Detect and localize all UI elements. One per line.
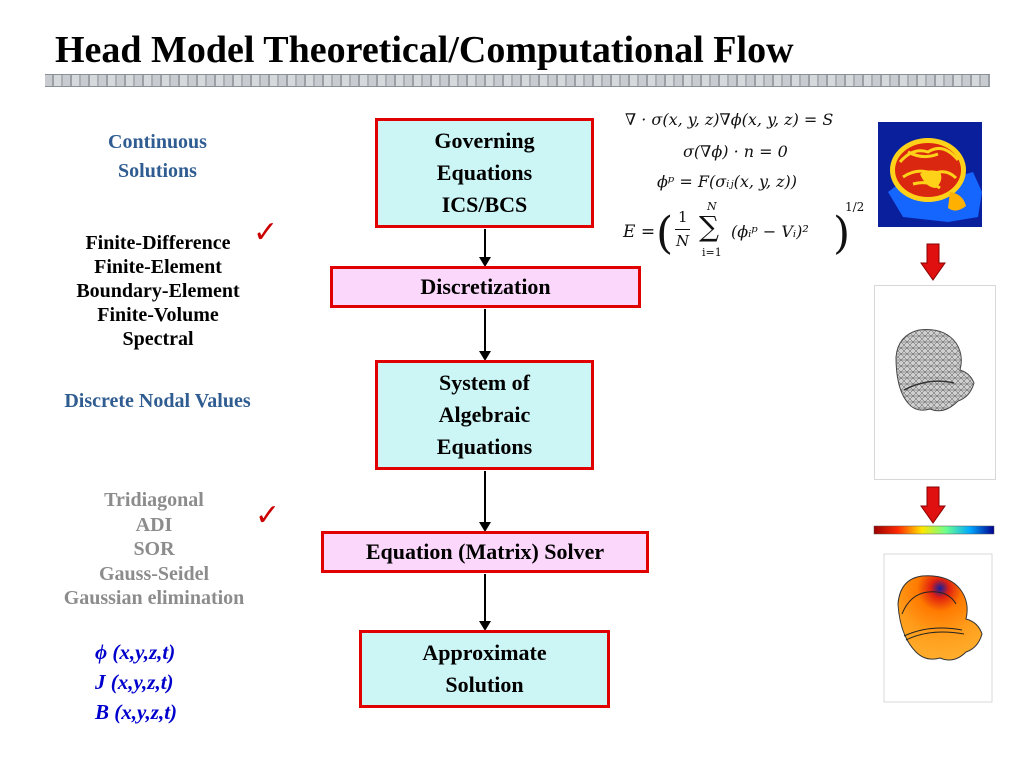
approximate-solution-box: Approximate Solution bbox=[359, 630, 610, 708]
method-boundary-element: Boundary-Element bbox=[76, 280, 240, 302]
solver-tridiagonal: Tridiagonal bbox=[104, 489, 204, 511]
solver-gaussian-elimination: Gaussian elimination bbox=[63, 587, 245, 609]
continuous-solutions-label: Continuous Solutions bbox=[75, 128, 240, 186]
title-divider bbox=[45, 74, 990, 87]
checkmark-icon: ✓ bbox=[253, 215, 279, 250]
flow-arrow bbox=[479, 471, 491, 532]
sum-lower: i=1 bbox=[702, 246, 722, 259]
method-spectral: Spectral bbox=[122, 328, 194, 350]
j-symbol: J bbox=[95, 670, 106, 694]
discretization-methods-list: Finite-Difference Finite-Element Boundar… bbox=[48, 231, 268, 351]
discretization-label: Discretization bbox=[420, 274, 551, 299]
checkmark-icon: ✓ bbox=[255, 498, 281, 533]
governing-equations-box: Governing Equations ICS/BCS bbox=[375, 118, 594, 228]
continuous-line-1: Continuous bbox=[108, 131, 207, 153]
flow-arrow bbox=[479, 574, 491, 631]
variable-b: B (x,y,z,t) bbox=[95, 697, 177, 727]
approx-line-2: Solution bbox=[445, 672, 524, 697]
b-symbol: B bbox=[95, 700, 110, 724]
b-args: (x,y,z,t) bbox=[109, 700, 178, 724]
algebraic-line-1: System of bbox=[438, 370, 531, 395]
equation-poisson: ∇ · σ(x, y, z)∇ϕ(x, y, z) = S bbox=[625, 110, 834, 129]
governing-line-3: ICS/BCS bbox=[441, 192, 528, 217]
matrix-solver-box: Equation (Matrix) Solver bbox=[321, 531, 649, 573]
page-title: Head Model Theoretical/Computational Flo… bbox=[55, 29, 794, 71]
equation-forward: ϕᵖ = F(σᵢⱼ(x, y, z)) bbox=[657, 172, 798, 191]
down-arrow-icon bbox=[920, 243, 946, 281]
flow-arrow bbox=[479, 229, 491, 267]
continuous-line-2: Solutions bbox=[118, 160, 197, 182]
fraction-bar bbox=[675, 229, 690, 230]
approx-line-1: Approximate bbox=[422, 640, 547, 665]
equation-error: E = ( 1 N N ∑ i=1 (ϕᵢᵖ − Vᵢ)² ) 1/2 bbox=[623, 200, 868, 265]
solution-variables: ϕ (x,y,z,t) J (x,y,z,t) B (x,y,z,t) bbox=[95, 637, 177, 727]
head-mesh-image bbox=[874, 285, 996, 480]
sum-icon: ∑ bbox=[699, 210, 719, 243]
down-arrow-icon bbox=[920, 486, 946, 524]
frac-numerator: 1 bbox=[678, 208, 688, 226]
method-finite-difference: Finite-Difference bbox=[85, 232, 231, 254]
error-exponent: 1/2 bbox=[845, 200, 865, 214]
governing-line-2: Equations bbox=[436, 160, 533, 185]
method-finite-volume: Finite-Volume bbox=[97, 304, 219, 326]
error-lhs: E = bbox=[623, 222, 656, 242]
j-args: (x,y,z,t) bbox=[105, 670, 174, 694]
solver-adi: ADI bbox=[135, 513, 173, 536]
algebraic-line-3: Equations bbox=[436, 434, 533, 459]
right-paren-icon: ) bbox=[833, 208, 851, 259]
phi-args: (x,y,z,t) bbox=[107, 640, 176, 664]
governing-line-1: Governing bbox=[434, 128, 535, 153]
method-finite-element: Finite-Element bbox=[94, 256, 222, 278]
algebraic-equations-box: System of Algebraic Equations bbox=[375, 360, 594, 470]
frac-denominator: N bbox=[676, 232, 690, 250]
solver-methods-list: Tridiagonal ADI SOR Gauss-Seidel Gaussia… bbox=[30, 488, 278, 611]
sum-upper: N bbox=[707, 200, 717, 213]
flow-arrow bbox=[479, 309, 491, 361]
matrix-solver-label: Equation (Matrix) Solver bbox=[365, 539, 605, 564]
variable-j: J (x,y,z,t) bbox=[95, 667, 177, 697]
solver-sor: SOR bbox=[133, 538, 175, 560]
solver-gauss-seidel: Gauss-Seidel bbox=[98, 562, 210, 585]
equation-boundary: σ(∇ϕ) · n = 0 bbox=[683, 142, 788, 161]
phi-symbol: ϕ bbox=[95, 640, 108, 664]
algebraic-line-2: Algebraic bbox=[438, 402, 531, 427]
potential-map-image bbox=[873, 525, 995, 703]
brain-mri-image bbox=[878, 122, 982, 227]
discretization-box: Discretization bbox=[330, 266, 641, 308]
left-paren-icon: ( bbox=[656, 208, 674, 259]
error-body: (ϕᵢᵖ − Vᵢ)² bbox=[731, 222, 809, 241]
discrete-nodal-values-label: Discrete Nodal Values bbox=[64, 390, 251, 412]
variable-phi: ϕ (x,y,z,t) bbox=[95, 637, 177, 667]
